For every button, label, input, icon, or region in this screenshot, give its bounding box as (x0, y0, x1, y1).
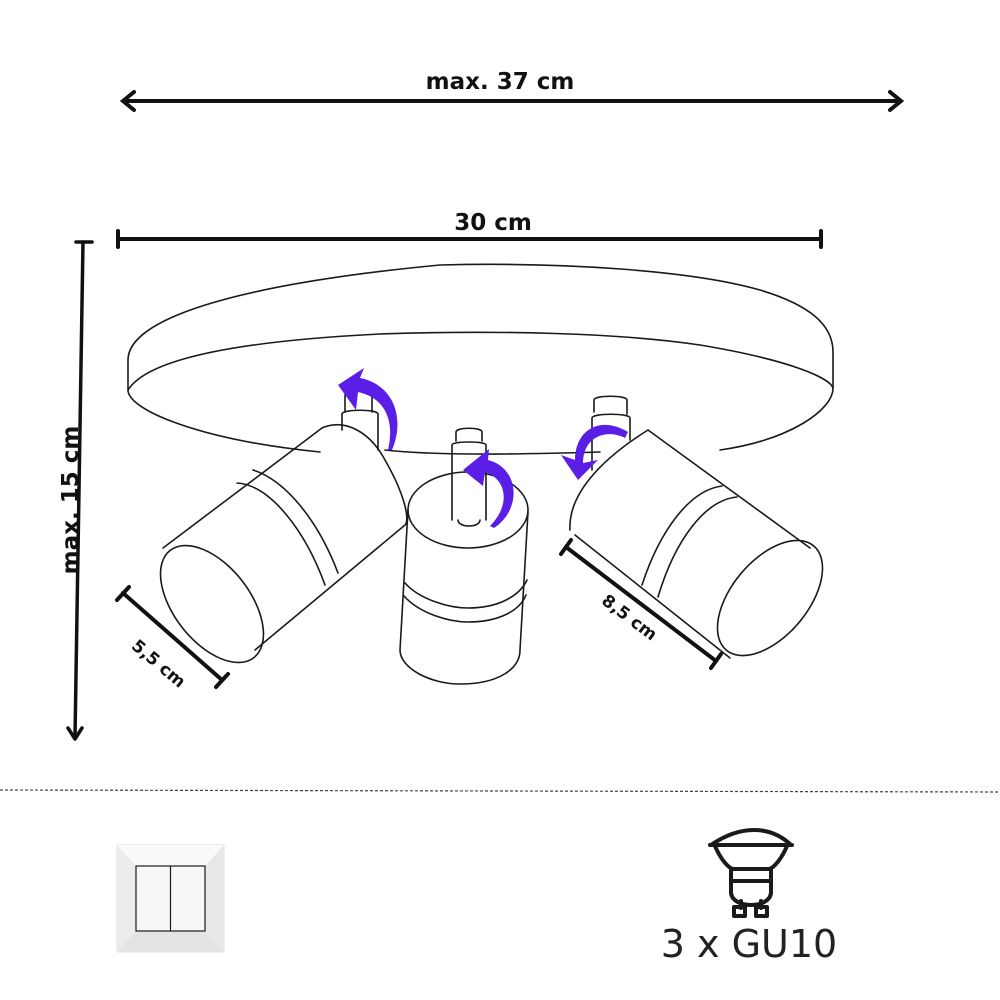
rotate-arrow-right-icon (561, 424, 628, 480)
bulb-count-label: 3 x GU10 (661, 922, 837, 966)
double-wall-switch-icon (116, 844, 225, 953)
gu10-bulb-icon (708, 828, 794, 918)
center-spotlight (399, 427, 529, 685)
max-height-label: max. 15 cm (58, 426, 84, 575)
base-diameter-label: 30 cm (454, 210, 532, 236)
max-width-label: max. 37 cm (426, 69, 575, 95)
section-divider (0, 789, 1000, 793)
rotation-arrows (338, 368, 628, 528)
spot-length-label: 8,5 cm (598, 591, 661, 645)
ceiling-base-plate (127, 263, 834, 455)
rotate-arrow-center-icon (463, 449, 514, 528)
right-spotlight (569, 395, 824, 659)
max-width-dimension: max. 37 cm (119, 69, 905, 112)
spot-diameter-dimension: 5,5 cm (115, 585, 230, 692)
spot-length-dimension: 8,5 cm (559, 538, 723, 670)
rotate-arrow-left-icon (338, 368, 398, 450)
base-diameter-dimension: 30 cm (116, 210, 823, 249)
left-spotlight (159, 390, 408, 664)
max-height-dimension: max. 15 cm (58, 240, 94, 741)
